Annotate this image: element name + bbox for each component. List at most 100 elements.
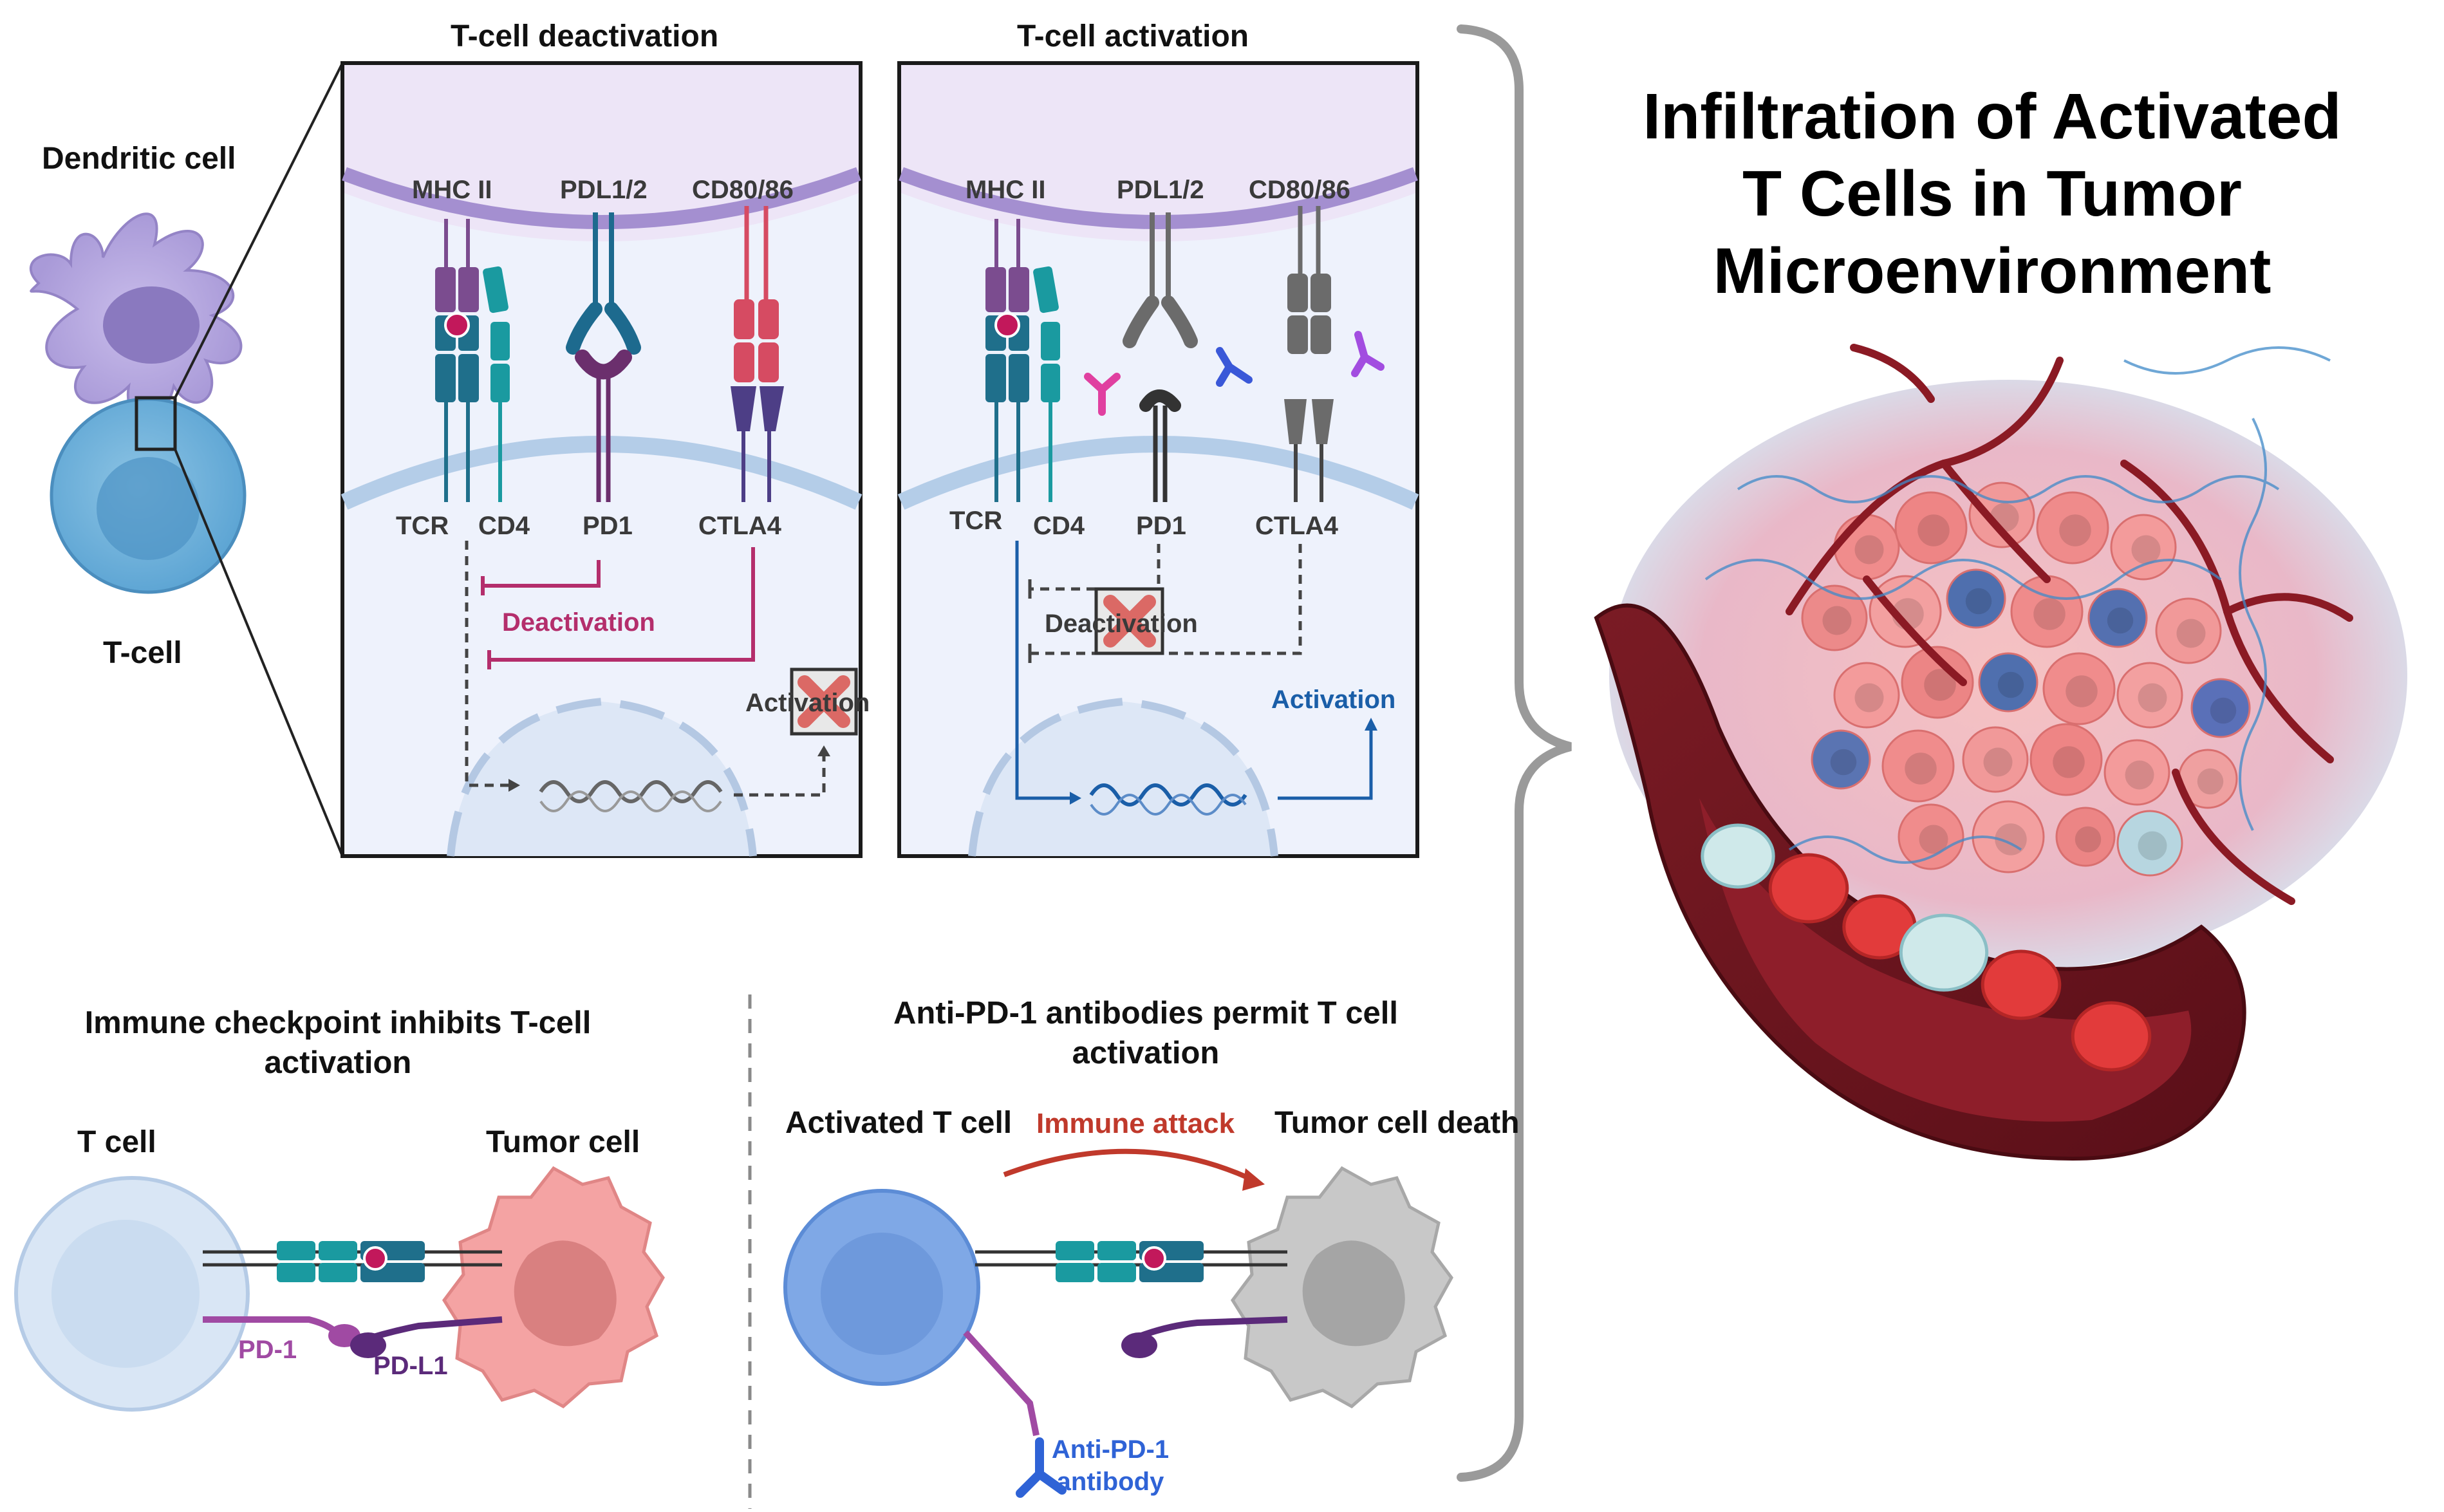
dna-strand: [539, 780, 723, 803]
dendritic-cell-label: Dendritic cell: [42, 142, 236, 176]
label-cd80: CD80/86: [692, 176, 794, 204]
tumor-cell-nucleus: [1905, 752, 1937, 785]
tumor-cell: [2104, 739, 2170, 806]
label-tcr: TCR: [396, 512, 449, 540]
label-mhc-ii-2: MHC II: [965, 176, 1045, 204]
tumor-title-line-2: T Cells in Tumor: [1742, 158, 2242, 230]
tumor-cell-nucleus: [2033, 598, 2066, 630]
tumor-death-label: Tumor cell death: [1274, 1106, 1520, 1140]
label-ctla4-2: CTLA4: [1255, 512, 1339, 540]
anti-pd1-scene: Anti-PD-1 antibodies permit T cell activ…: [783, 996, 1520, 1498]
tumor-title: Infiltration of Activated T Cells in Tum…: [1643, 80, 2341, 307]
zoom-box: [135, 396, 177, 451]
curly-brace: [1457, 24, 1572, 1482]
tumor-cell: [2110, 514, 2177, 581]
cd80-unbound: [1284, 206, 1334, 502]
tumor-title-line-1: Infiltration of Activated: [1643, 80, 2341, 153]
label-cd4: CD4: [478, 512, 530, 540]
tumor-cell: [1946, 568, 2006, 629]
tumor-cell-nucleus: [1854, 535, 1884, 565]
pdl1-label: PD-L1: [373, 1352, 448, 1380]
tumor-cell: [1833, 662, 1900, 729]
label-pd1: PD1: [583, 512, 633, 540]
label-cd4-2: CD4: [1033, 512, 1085, 540]
tumor-cell: [2042, 652, 2116, 725]
t-cell-left: [50, 397, 247, 594]
red-blood-cell: [2071, 1001, 2152, 1072]
tumor-cell: [1881, 729, 1955, 803]
red-blood-cell: [1768, 853, 1849, 924]
panel-deactivation-title: T-cell deactivation: [451, 19, 718, 53]
label-pdl: PDL1/2: [560, 176, 648, 204]
pdl-pd1-pair: [566, 212, 641, 502]
antibody-purple: [1351, 331, 1385, 377]
tumor-cell-nucleus: [1830, 749, 1857, 776]
tumor-cell-nucleus: [1924, 669, 1956, 701]
label-pdl-2: PDL1/2: [1117, 176, 1204, 204]
tumor-cell: [2190, 678, 2251, 738]
antibody-pink: [1084, 373, 1121, 416]
antibody-blue: [1216, 347, 1253, 387]
bottom-left-caption-2: activation: [265, 1045, 412, 1080]
dna-strand-2: [1089, 783, 1247, 807]
tumor-cell: [2036, 491, 2109, 565]
dendritic-cell: [29, 212, 243, 422]
tumor-cell-nucleus: [2059, 514, 2091, 546]
tumor-cell-nucleus: [2210, 697, 2237, 724]
immune-attack-label: Immune attack: [1036, 1108, 1235, 1139]
t-cell-label: T-cell: [103, 636, 182, 670]
tumor-cell-nucleus: [2138, 683, 2167, 713]
tumor-cell: [1962, 726, 2029, 793]
tumor-cell: [1894, 491, 1968, 565]
bottom-left-caption-1: Immune checkpoint inhibits T-cell: [85, 1005, 592, 1040]
tumor-cell: [2116, 662, 2183, 729]
tumor-cell-nucleus: [2197, 768, 2224, 795]
vessel-immune-cell: [1899, 913, 1989, 992]
tumor-cell: [2029, 723, 2103, 796]
tumor-cell: [2055, 807, 2116, 867]
tumor-cell: [2087, 588, 2148, 648]
tumor-cell-nucleus: [2125, 760, 2154, 790]
mhc-tcr-complex: [435, 219, 510, 502]
tumor-cell: [1978, 652, 2038, 713]
tumor-cell-nucleus: [1997, 671, 2024, 698]
tumor-cell-nucleus: [2107, 607, 2134, 634]
tumor-cell-nucleus: [1983, 747, 2013, 777]
tumor-cell-nucleus: [2066, 675, 2098, 707]
label-tcr-2: TCR: [949, 507, 1002, 535]
panel-activation: T-cell activation: [897, 19, 1419, 858]
tumor-cell-nucleus: [2053, 746, 2085, 778]
panel-activation-title: T-cell activation: [1017, 19, 1249, 53]
tumor-cell-nucleus: [1919, 825, 1948, 854]
pdl-unbound: [1123, 212, 1198, 348]
tumor-title-line-3: Microenvironment: [1713, 235, 2271, 307]
tumor-cell: [1811, 729, 1871, 790]
bottom-right-caption-1: Anti-PD-1 antibodies permit T cell: [893, 996, 1398, 1031]
tumor-cell-nucleus: [1854, 683, 1884, 713]
tumor-cell-nucleus: [1917, 514, 1950, 546]
tumor-cell-nucleus: [1822, 606, 1852, 635]
red-blood-cell: [1981, 949, 2062, 1020]
tumor-cell-nucleus: [2138, 831, 2167, 861]
tumor-cell-label: Tumor cell: [486, 1125, 640, 1159]
label-cd80-2: CD80/86: [1249, 176, 1350, 204]
panel-deactivation: T-cell deactivation: [340, 19, 870, 858]
activation-text: Activation: [1271, 686, 1395, 714]
t-cell-label-bottom: T cell: [77, 1125, 156, 1159]
bottom-right-caption-2: activation: [1072, 1036, 1220, 1070]
tumor-cell-nucleus: [2176, 619, 2206, 648]
tumor-cell-nucleus: [2075, 826, 2102, 853]
antibody-label-2: antibody: [1057, 1468, 1164, 1496]
deactivation-text-blocked: Deactivation: [1045, 610, 1198, 638]
label-pd1-2: PD1: [1136, 512, 1186, 540]
antibody-label-1: Anti-PD-1: [1052, 1435, 1169, 1464]
tumor-cell: [2116, 810, 2183, 877]
label-ctla4: CTLA4: [698, 512, 782, 540]
tumor-microenvironment: [1594, 344, 2407, 1161]
anti-pd1-antibody: [1016, 1437, 1067, 1498]
vessel-immune-cell: [1701, 823, 1775, 889]
tumor-cell-nucleus: [2131, 535, 2161, 565]
checkpoint-inhibition-scene: Immune checkpoint inhibits T-cell activa…: [14, 1005, 665, 1412]
tumor-cell: [1901, 646, 1974, 719]
